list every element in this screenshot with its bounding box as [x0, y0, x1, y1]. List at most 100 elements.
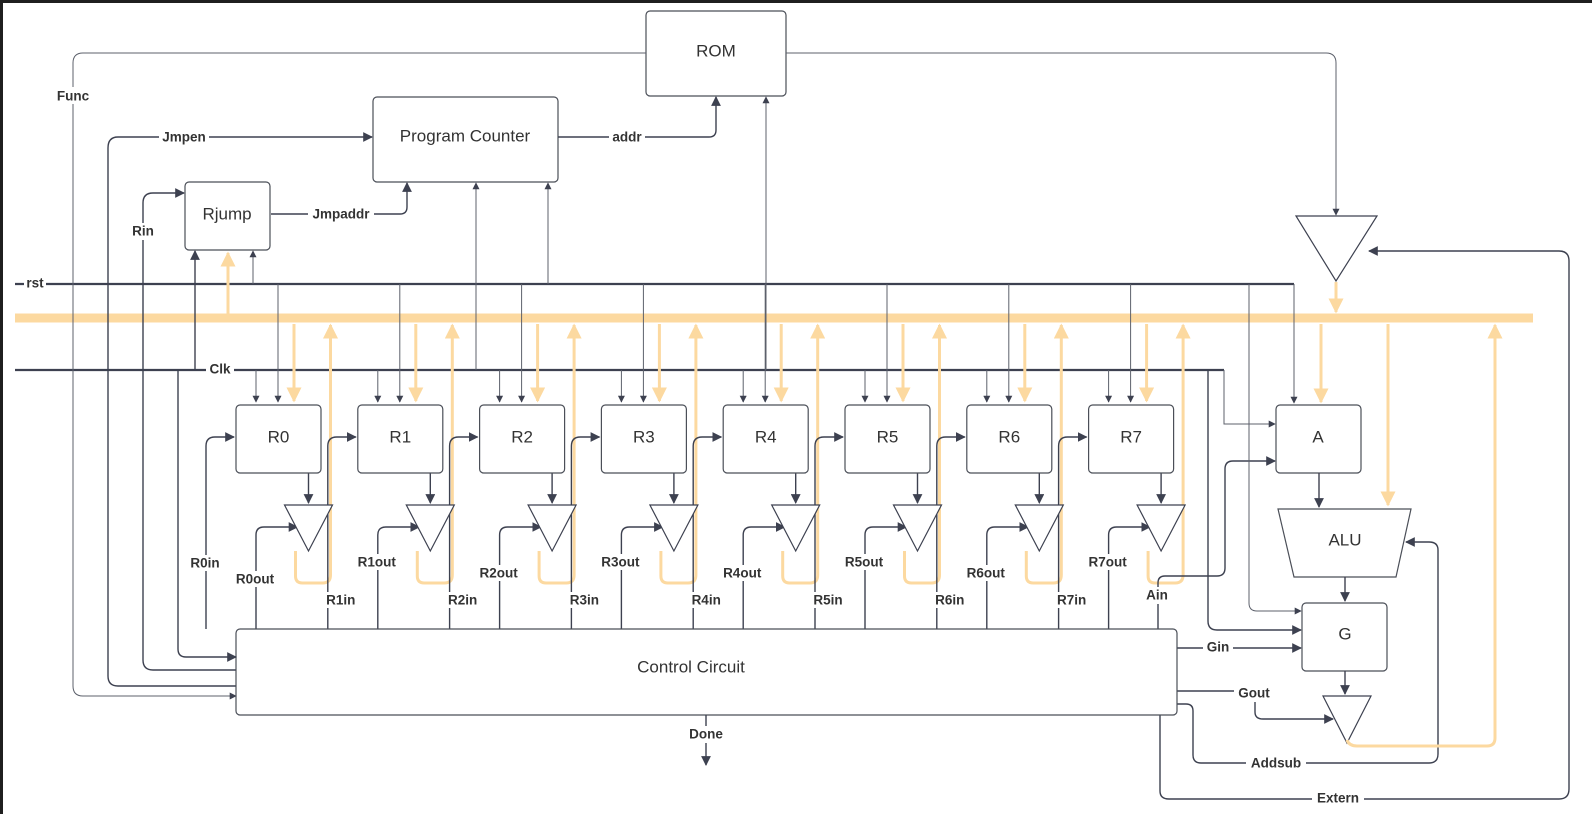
done-signal-label: Done — [689, 727, 723, 742]
r4-bus-out-wire — [781, 323, 826, 585]
r2-out-signal-label: R2out — [479, 566, 518, 581]
r6-in-wire — [936, 432, 966, 629]
addr-wire — [558, 96, 721, 138]
extern-signal-label: Extern — [1317, 791, 1359, 806]
jmpen-signal-label: Jmpen — [162, 130, 206, 145]
r7-out-wire — [1107, 522, 1152, 629]
r2-in-wire — [448, 432, 479, 629]
register-wires — [205, 284, 1191, 629]
extern-wire — [1159, 246, 1570, 800]
r5-register-label: R5 — [877, 428, 899, 447]
r1-bus-out-wire — [415, 323, 460, 585]
r3-register-box — [600, 404, 688, 474]
r4-in-wire — [692, 432, 723, 629]
func-signal-label: Func — [57, 89, 90, 104]
r1-in-wire — [327, 432, 357, 629]
rjump-block — [184, 181, 271, 251]
r4-out-wire — [742, 522, 786, 629]
r0-register-box — [235, 404, 322, 474]
r3-in-signal-label: R3in — [570, 593, 599, 608]
r6-bus-out-wire — [1024, 323, 1069, 585]
addr-signal-label: addr — [612, 130, 642, 145]
addsub-signal-label: Addsub — [1251, 756, 1301, 771]
r6-out-signal-label: R6out — [967, 566, 1006, 581]
r2-out-wire — [498, 522, 543, 629]
general-registers: R0R0inR0outR1R1inR1outR2R2inR2outR3R3inR… — [187, 404, 1187, 608]
r5-out-wire — [864, 522, 908, 629]
control-circuit-label: Control Circuit — [637, 658, 745, 677]
r2-in-signal-label: R2in — [448, 593, 477, 608]
processor-block-diagram: ROM Program Counter Rjump A ALU G — [3, 3, 1592, 814]
a-register-label: A — [1312, 428, 1324, 447]
g-rst-wire — [1248, 284, 1302, 615]
program-counter-label: Program Counter — [400, 127, 531, 146]
r3-out-signal-label: R3out — [601, 555, 640, 570]
gout-signal-label: Gout — [1238, 686, 1270, 701]
jmpen-wire — [107, 132, 373, 687]
r0-in-wire — [205, 432, 235, 629]
r5-in-signal-label: R5in — [813, 593, 842, 608]
r7-in-wire — [1057, 432, 1088, 629]
r2-register-box — [479, 404, 566, 474]
jmpaddr-signal-label: Jmpaddr — [312, 207, 370, 222]
r5-tristate — [892, 504, 943, 553]
r3-tristate — [648, 504, 699, 553]
ain-signal-label: Ain — [1146, 588, 1168, 603]
rjump-label: Rjump — [202, 205, 251, 224]
r5-register-box — [844, 404, 931, 474]
r7-bus-out-wire — [1146, 323, 1191, 585]
addsub-wire — [1177, 537, 1439, 764]
rst-signal-label: rst — [26, 276, 44, 291]
r4-register-label: R4 — [755, 428, 777, 447]
r4-out-signal-label: R4out — [723, 566, 762, 581]
r2-register-label: R2 — [511, 428, 533, 447]
func-tristate — [1294, 215, 1379, 283]
r1-out-wire — [377, 522, 421, 629]
r0-tristate — [283, 504, 334, 553]
r3-bus-out-wire — [659, 323, 704, 585]
r1-tristate — [405, 504, 456, 553]
r4-in-signal-label: R4in — [692, 593, 721, 608]
jmpaddr-wire — [271, 182, 412, 215]
r2-tristate — [527, 504, 578, 553]
r7-register-label: R7 — [1120, 428, 1142, 447]
r5-bus-out-wire — [903, 323, 947, 585]
r1-out-signal-label: R1out — [358, 555, 397, 570]
r0-out-wire — [255, 522, 299, 629]
program-counter-block — [372, 96, 559, 183]
r6-out-wire — [986, 522, 1030, 629]
g-register-label: G — [1338, 625, 1351, 644]
r0-register-label: R0 — [268, 428, 290, 447]
r6-register-label: R6 — [998, 428, 1020, 447]
r4-register-box — [722, 404, 809, 474]
r0-bus-out-wire — [294, 323, 338, 585]
g-tristate — [1322, 695, 1372, 745]
r6-in-signal-label: R6in — [935, 593, 964, 608]
rin-signal-label: Rin — [132, 224, 154, 239]
r5-in-wire — [814, 432, 844, 629]
r7-tristate — [1136, 504, 1187, 553]
control-clk-wire — [177, 370, 237, 662]
rin-wire — [142, 188, 236, 671]
g-tristate-bus-wire — [1345, 323, 1503, 748]
r0-out-signal-label: R0out — [236, 572, 275, 587]
r7-in-signal-label: R7in — [1057, 593, 1086, 608]
a-clk-wire — [1223, 370, 1276, 428]
gin-signal-label: Gin — [1207, 640, 1230, 655]
alu-label: ALU — [1328, 531, 1361, 550]
r7-register-box — [1087, 404, 1175, 474]
clk-signal-label: Clk — [209, 362, 231, 377]
rom-label: ROM — [696, 42, 736, 61]
r6-tristate — [1014, 504, 1065, 553]
r1-register-label: R1 — [389, 428, 411, 447]
r3-out-wire — [620, 522, 664, 629]
r3-register-label: R3 — [633, 428, 655, 447]
